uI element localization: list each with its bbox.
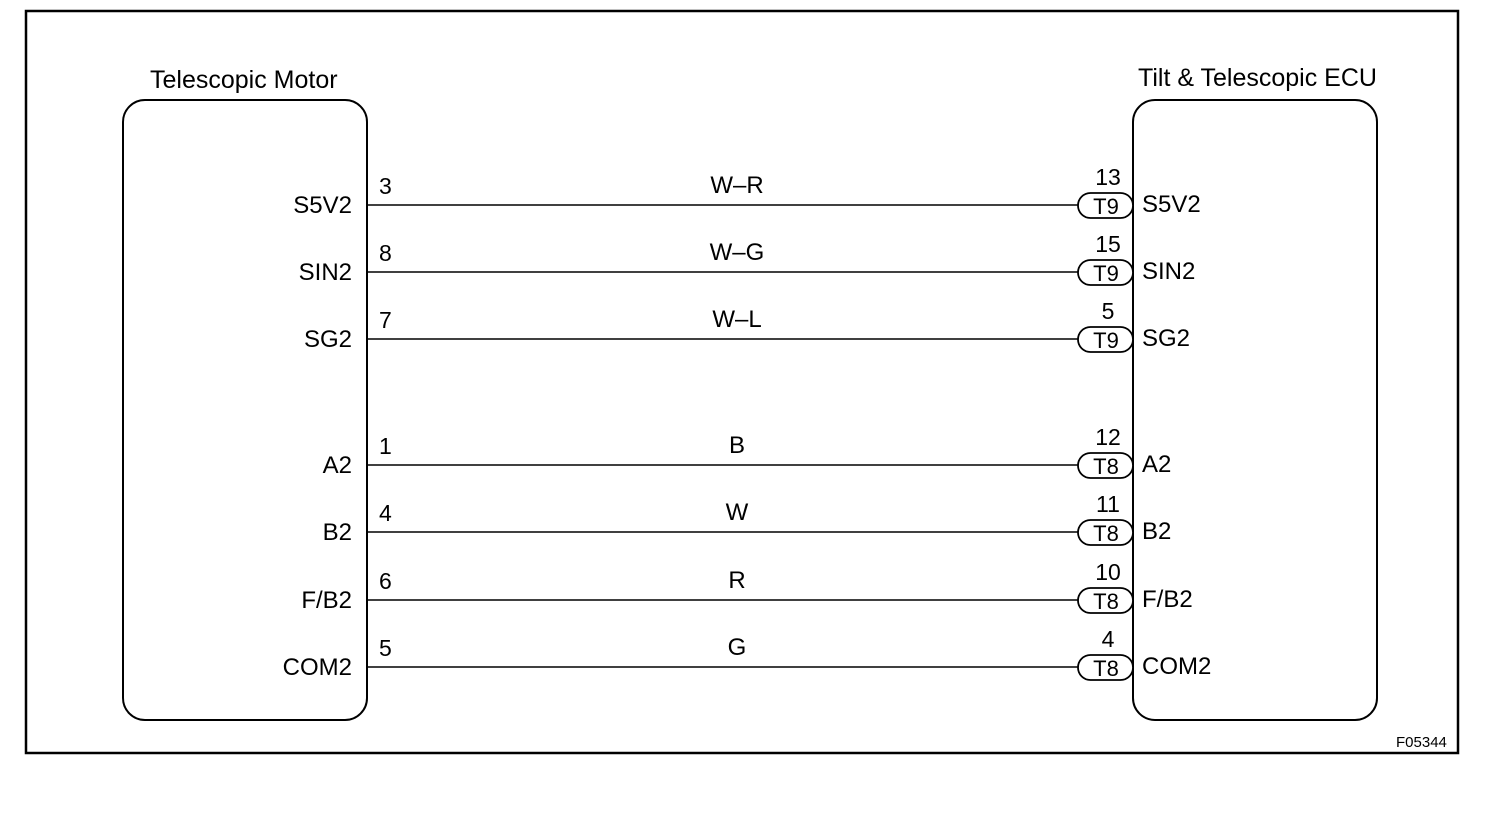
left-component-title: Telescopic Motor [150,66,338,94]
connector-capsule [1077,654,1134,681]
right-pin-number: 4 [1102,626,1115,652]
right-component-title: Tilt & Telescopic ECU [1138,64,1377,92]
wire-color-label: W–L [712,306,761,333]
right-pin-number: 13 [1095,164,1121,190]
wire-color-label: B [729,432,745,459]
left-pin-name: S5V2 [293,192,352,219]
left-pin-number: 1 [379,433,392,459]
right-pin-name: S5V2 [1142,191,1201,218]
wire-row: F/B2 6 R T8 10F/B2 [301,559,1192,614]
left-pin-number: 8 [379,240,392,266]
connector-id: T8 [1093,454,1119,479]
right-pin-name: SG2 [1142,325,1190,352]
diagram-frame [24,9,1460,755]
wire-color-label: W–R [710,172,763,199]
connector-id: T9 [1093,261,1119,286]
right-pin-name: F/B2 [1142,586,1193,613]
connector-id: T8 [1093,521,1119,546]
left-pin-name: SG2 [304,326,352,353]
right-component-box [1132,99,1378,721]
connector-capsule [1077,519,1134,546]
wire-color-label: W–G [710,239,765,266]
wire-color-label: G [728,634,747,661]
figure-code: F05344 [1396,734,1447,751]
right-pin-number: 10 [1095,559,1121,585]
right-pin-name: COM2 [1142,653,1211,680]
right-pin-name: A2 [1142,451,1171,478]
connector-id: T9 [1093,194,1119,219]
right-pin-number: 12 [1095,424,1121,450]
connector-id: T9 [1093,328,1119,353]
right-pin-name: SIN2 [1142,258,1195,285]
left-pin-number: 4 [379,500,392,526]
connector-id: T8 [1093,656,1119,681]
connector-capsule [1077,192,1134,219]
left-pin-number: 5 [379,635,392,661]
connector-capsule [1077,326,1134,353]
wire-color-label: R [728,567,745,594]
left-pin-number: 7 [379,307,392,333]
wire-color-label: W [726,499,749,526]
connector-capsule [1077,259,1134,286]
left-pin-name: F/B2 [301,587,352,614]
right-pin-number: 15 [1095,231,1121,257]
left-pin-name: A2 [323,452,352,479]
right-pin-number: 11 [1096,491,1120,517]
connector-capsule [1077,452,1134,479]
right-pin-name: B2 [1142,518,1171,545]
connector-id: T8 [1093,589,1119,614]
left-pin-number: 3 [379,173,392,199]
connector-capsule [1077,587,1134,614]
left-pin-name: SIN2 [299,259,352,286]
left-component-box [122,99,368,721]
left-pin-number: 6 [379,568,392,594]
right-pin-number: 5 [1102,298,1115,324]
left-pin-name: B2 [323,519,352,546]
left-pin-name: COM2 [283,654,352,681]
